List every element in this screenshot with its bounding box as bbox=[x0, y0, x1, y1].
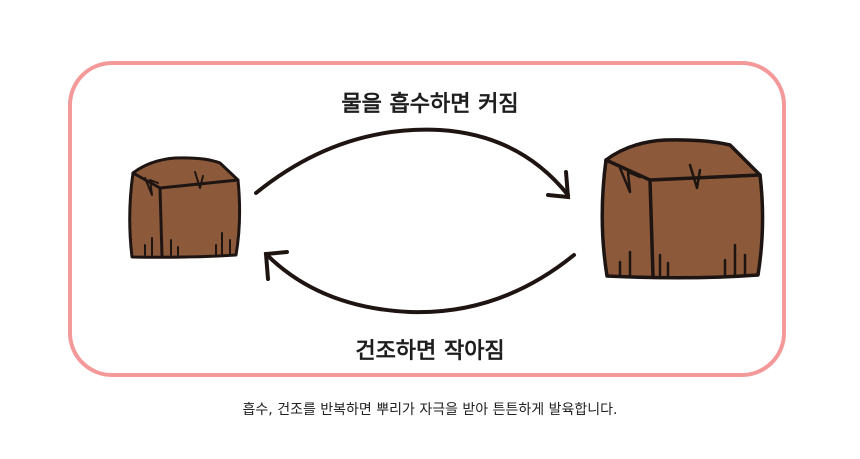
caption: 흡수, 건조를 반복하면 뿌리가 자극을 받아 튼튼하게 발육합니다. bbox=[242, 402, 618, 418]
diagram-frame bbox=[68, 61, 786, 377]
shrink-arrow-icon bbox=[263, 250, 576, 315]
dry-label: 건조하면 작아짐 bbox=[355, 339, 505, 364]
small-cube-icon bbox=[128, 156, 242, 259]
large-cube-icon bbox=[600, 138, 765, 280]
absorb-label: 물을 흡수하면 커짐 bbox=[341, 92, 519, 117]
expand-arrow-icon bbox=[254, 127, 571, 200]
